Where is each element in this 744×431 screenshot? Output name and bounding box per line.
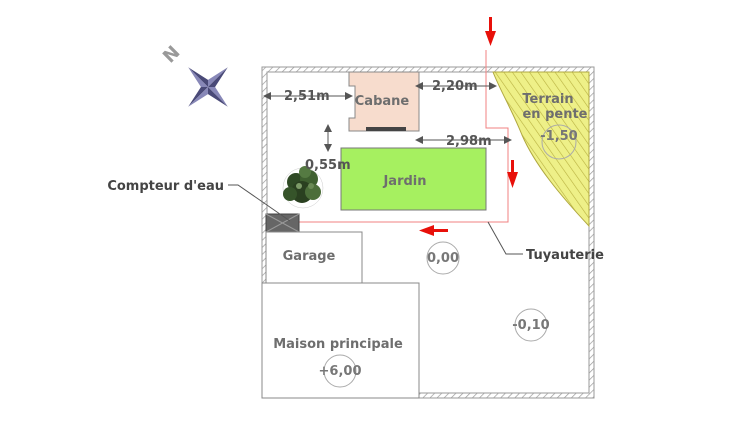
dimension-left-to-cabane: 2,51m	[284, 89, 330, 104]
dimension-jardin-to-pipe: 2,98m	[446, 134, 492, 149]
elevation-maison: +6,00	[319, 364, 362, 379]
dimension-lines	[263, 82, 512, 152]
flow-arrow-down-right	[507, 160, 518, 188]
elevation-center: 0,00	[427, 251, 459, 266]
elevation-marker-right	[514, 308, 548, 342]
sloped-terrain	[492, 71, 590, 228]
main-house	[261, 282, 420, 399]
dimension-cabane-to-pipe: 2,20m	[432, 79, 478, 94]
elevation-right: -0,10	[512, 318, 549, 333]
compass-north-label: N	[159, 42, 185, 68]
flow-arrows	[419, 17, 518, 236]
flow-arrow-down-top	[485, 17, 496, 46]
tree-icon	[282, 166, 324, 209]
maison-label: Maison principale	[273, 337, 403, 352]
callout-leaders	[228, 184, 523, 255]
jardin-label: Jardin	[382, 174, 426, 189]
elevation-terrain: -1,50	[540, 129, 577, 144]
water-meter	[265, 213, 300, 233]
dimension-cabane-to-jardin: 0,55m	[305, 158, 351, 173]
compass-icon	[188, 67, 228, 107]
compteur-label: Compteur d'eau	[107, 179, 224, 194]
garage-label: Garage	[283, 249, 336, 264]
cabane-label: Cabane	[355, 94, 410, 109]
flow-arrow-left	[419, 225, 448, 236]
elevation-marker-center	[426, 241, 460, 275]
terrain-label-line2: en pente	[522, 107, 587, 122]
elevation-marker-maison	[323, 354, 357, 388]
terrain-label-line1: Terrain	[522, 92, 573, 107]
cabane-shed	[348, 71, 420, 132]
tuyauterie-label: Tuyauterie	[526, 248, 604, 263]
jardin-area	[340, 147, 487, 211]
elevation-marker-terrain	[541, 124, 577, 160]
